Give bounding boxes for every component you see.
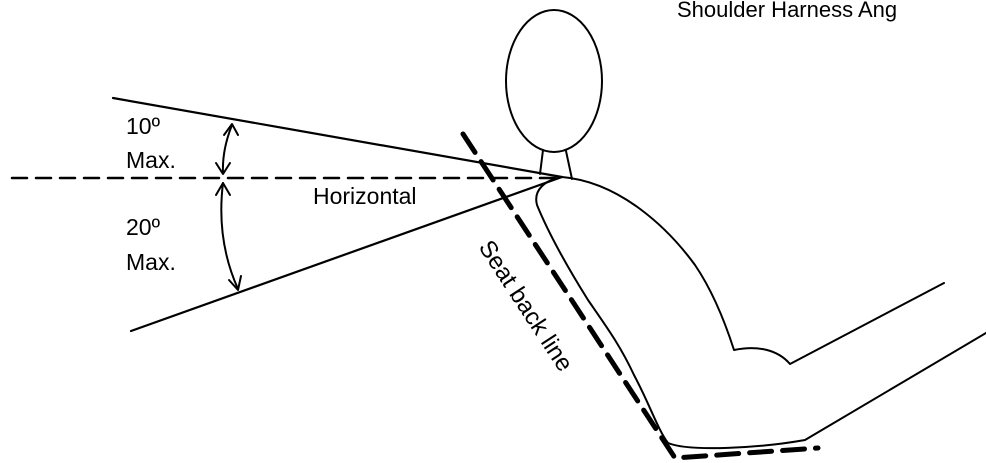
lower-angle-qualifier: Max.: [126, 249, 176, 275]
neck-outline: [539, 149, 544, 175]
lower-angle-value: 20º: [126, 214, 161, 240]
upper-angle-qualifier: Max.: [126, 147, 176, 173]
horizontal-label: Horizontal: [313, 183, 417, 209]
head-outline: [505, 9, 603, 153]
upper-angle-arrow: [215, 123, 239, 175]
seat-back-dashed-line: [460, 131, 821, 461]
seated-occupant-outline: [505, 9, 986, 450]
torso-back-outline: [535, 176, 986, 450]
upper-angle-value: 10º: [126, 113, 161, 139]
diagram-title: Shoulder Harness Ang: [677, 0, 897, 22]
lower-angle-arrow: [215, 182, 242, 291]
lower-harness-line: [129, 175, 564, 333]
chest-arm-outline: [561, 176, 945, 365]
upper-harness-line: [111, 96, 564, 179]
